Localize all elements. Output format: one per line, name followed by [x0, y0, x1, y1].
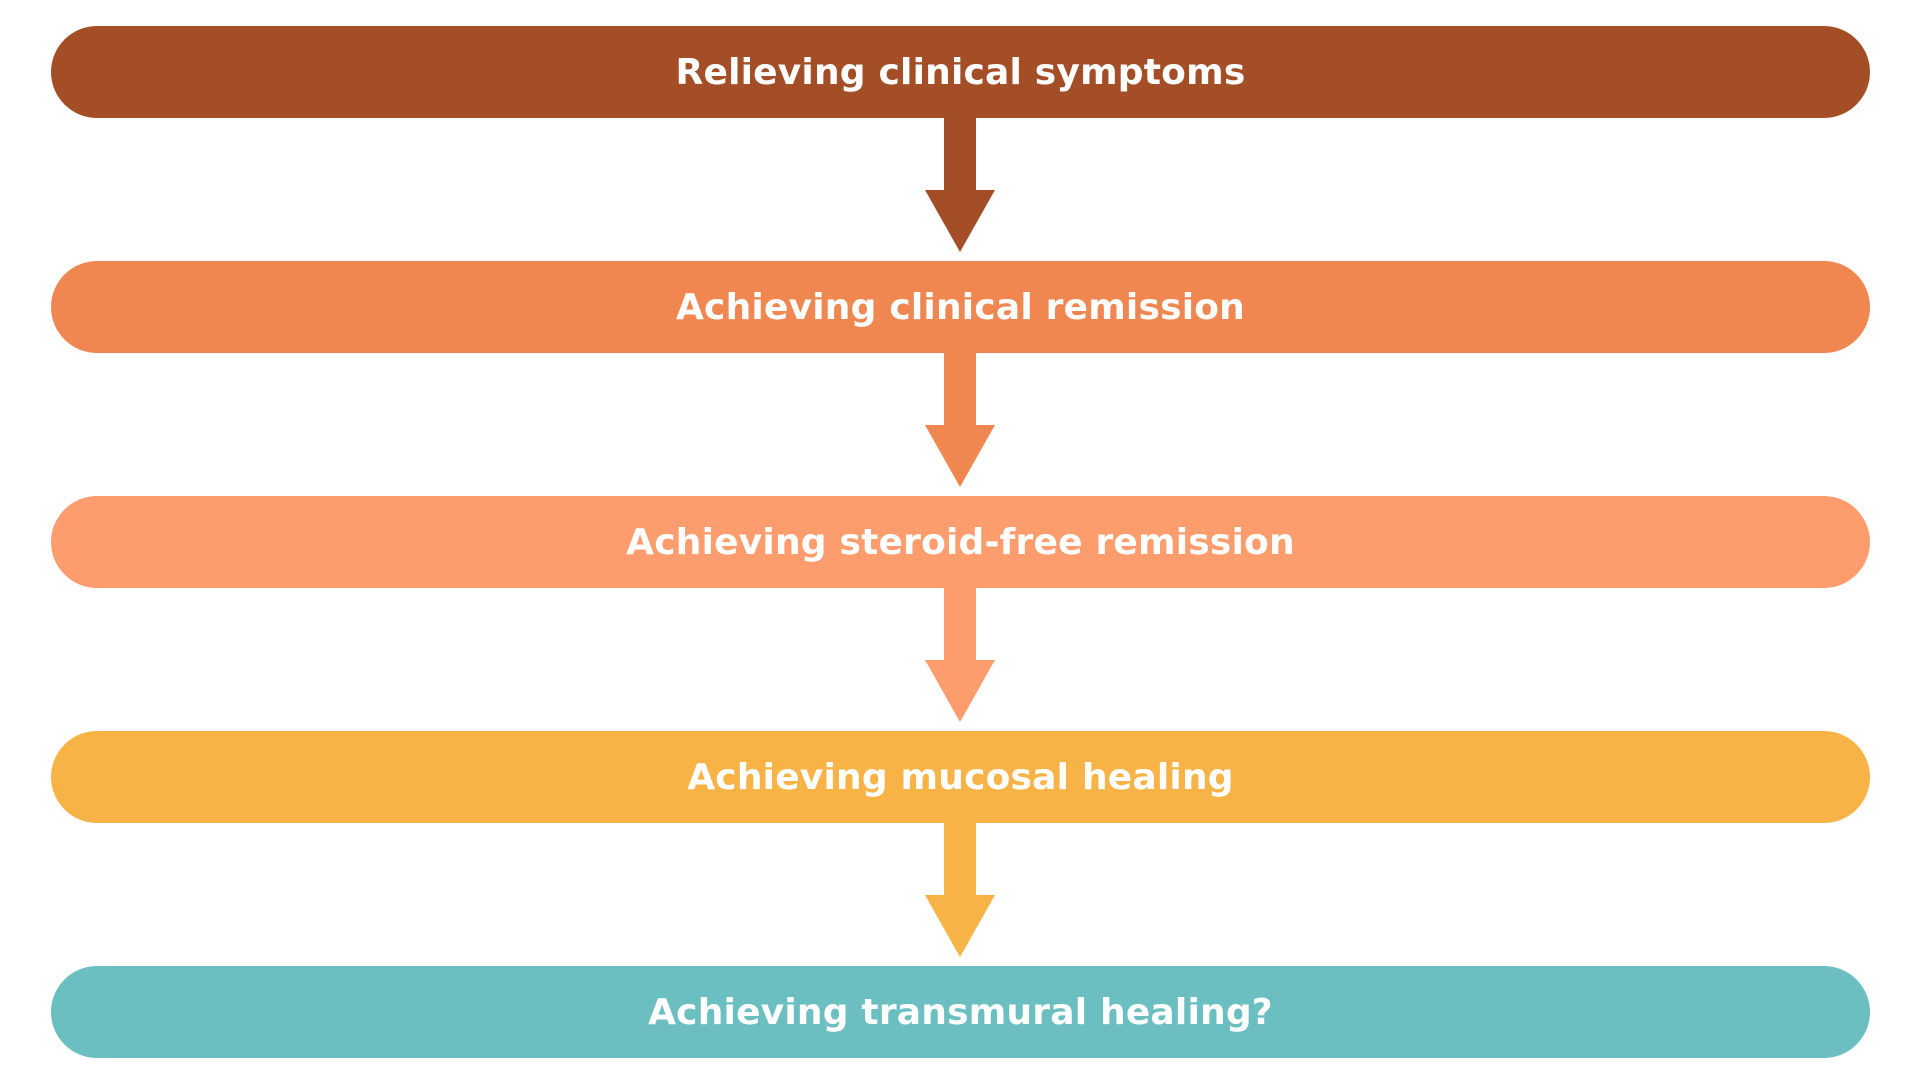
step-label: Achieving clinical remission — [676, 286, 1245, 328]
step-box-achieving-mucosal-healing: Achieving mucosal healing — [51, 731, 1870, 823]
down-arrow-icon — [925, 353, 995, 497]
down-arrow-icon — [925, 118, 995, 262]
step-box-achieving-steroid-free-remission: Achieving steroid-free remission — [51, 496, 1870, 588]
step-label: Achieving steroid-free remission — [626, 521, 1295, 563]
down-arrow-icon — [925, 588, 995, 732]
step-box-achieving-transmural-healing: Achieving transmural healing? — [51, 966, 1870, 1058]
step-box-relieving-clinical-symptoms: Relieving clinical symptoms — [51, 26, 1870, 118]
step-box-achieving-clinical-remission: Achieving clinical remission — [51, 261, 1870, 353]
step-label: Relieving clinical symptoms — [675, 51, 1246, 93]
step-label: Achieving transmural healing? — [648, 991, 1273, 1033]
down-arrow-icon — [925, 823, 995, 967]
step-label: Achieving mucosal healing — [687, 756, 1234, 798]
